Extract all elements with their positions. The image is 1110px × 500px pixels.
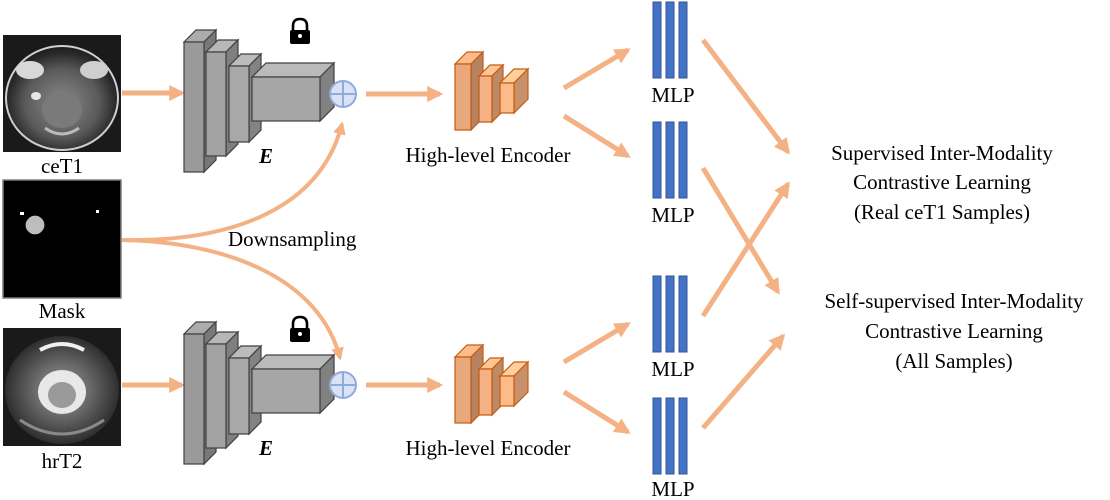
mlp-bar	[678, 121, 688, 199]
high-level-layer	[477, 63, 505, 124]
mlp-block	[652, 1, 688, 79]
encoder-bottom	[182, 320, 336, 466]
supervised-output: Supervised Inter-Modality Contrastive Le…	[831, 141, 1053, 224]
hrt2-label: hrT2	[42, 449, 83, 473]
mlp-block	[652, 121, 688, 199]
self-supervised-line1: Self-supervised Inter-Modality	[824, 289, 1084, 313]
high-level-layer	[477, 356, 505, 417]
mask-image	[2, 179, 122, 299]
mlp-bar	[678, 1, 688, 79]
encoder-feature-block	[250, 61, 336, 123]
cet1-label: ceT1	[41, 154, 83, 178]
highlevel-top-to-mlp2-arrow	[562, 113, 631, 159]
high-level-encoder-top-label: High-level Encoder	[405, 143, 570, 167]
mlp-bar	[665, 1, 675, 79]
mlp-bar	[652, 397, 662, 475]
encoder-top-label: E	[258, 144, 273, 168]
high-level-layer	[498, 67, 530, 115]
self-supervised-line3: (All Samples)	[895, 349, 1012, 373]
mlp-bar	[665, 275, 675, 353]
high-level-encoder-bottom	[453, 343, 530, 425]
mlp-bar	[652, 121, 662, 199]
mlp-label: MLP	[651, 203, 694, 227]
mlp-label: MLP	[651, 83, 694, 107]
supervised-line2: Contrastive Learning	[853, 170, 1031, 194]
mlp-bar	[665, 121, 675, 199]
mask-to-top-fusion-arrow	[121, 121, 346, 243]
mlp-bar	[652, 1, 662, 79]
mlp-block	[652, 275, 688, 353]
high-level-layer	[498, 360, 530, 408]
highlevel-bottom-to-mlp4-arrow	[562, 389, 631, 435]
mlp-bar	[678, 397, 688, 475]
downsampling-label: Downsampling	[228, 227, 357, 251]
circle-plus-icon	[329, 80, 357, 108]
mlp-block	[652, 397, 688, 475]
hrt2-image	[3, 328, 121, 446]
encoder-top	[182, 28, 336, 174]
self-supervised-line2: Contrastive Learning	[865, 319, 1043, 343]
cet1-image	[3, 35, 121, 152]
mask-to-bottom-fusion-arrow	[121, 238, 344, 361]
self-supervised-output: Self-supervised Inter-Modality Contrasti…	[824, 289, 1084, 373]
highlevel-bottom-to-mlp3-arrow	[562, 321, 631, 365]
mlp-label: MLP	[651, 357, 694, 381]
mlp-bar	[652, 275, 662, 353]
highlevel-top-to-mlp1-arrow	[562, 47, 631, 91]
mlp4-to-selfsupervised-arrow	[701, 333, 786, 430]
circle-plus-icon	[329, 371, 357, 399]
high-level-encoder-top	[453, 50, 530, 132]
encoder-bottom-label: E	[258, 436, 273, 460]
mlp3-to-supervised-arrow	[700, 181, 791, 318]
mlp-label: MLP	[651, 477, 694, 500]
mask-label: Mask	[39, 299, 86, 323]
mlp-bar	[678, 275, 688, 353]
mlp-bar	[665, 397, 675, 475]
mlp1-to-supervised-arrow	[701, 38, 790, 155]
high-level-encoder-bottom-label: High-level Encoder	[405, 436, 570, 460]
encoder-feature-block	[250, 353, 336, 415]
supervised-line3: (Real ceT1 Samples)	[854, 200, 1030, 224]
lock-icon	[290, 17, 310, 44]
lock-icon	[290, 315, 310, 342]
supervised-line1: Supervised Inter-Modality	[831, 141, 1053, 165]
mlp2-to-selfsupervised-arrow	[700, 166, 781, 295]
